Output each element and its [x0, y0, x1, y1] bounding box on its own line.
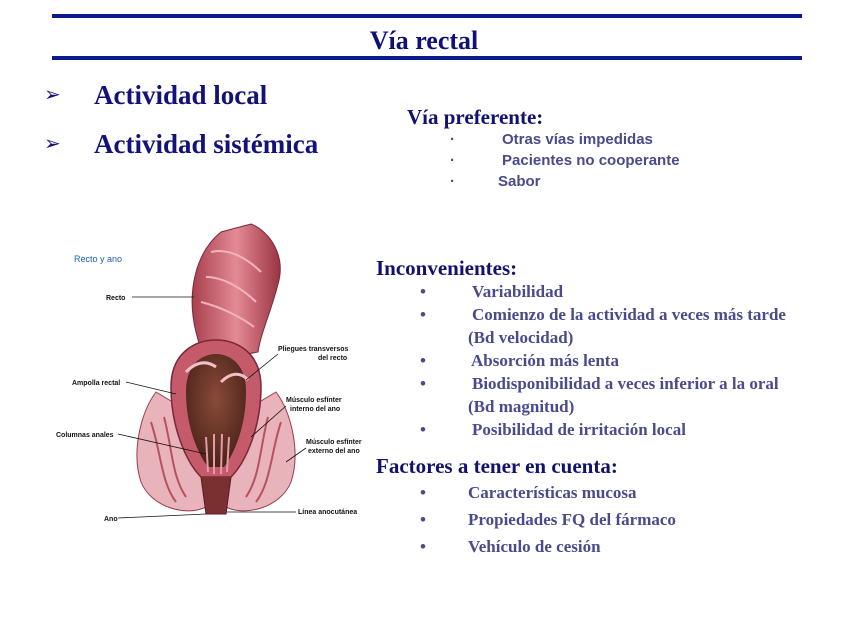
dot-icon: · [450, 131, 455, 148]
main-point-local: ➢Actividad local [44, 80, 268, 110]
dot-icon: • [420, 305, 426, 324]
main-point-sistemica: ➢Actividad sistémica [44, 129, 319, 159]
label-esfinter-interno-1: Músculo esfínter [286, 397, 342, 404]
inconvenientes-heading: Inconvenientes: [376, 256, 518, 280]
factores-heading: Factores a tener en cuenta: [376, 454, 618, 478]
slide-title: Vía rectal [369, 26, 479, 55]
list-item: (Bd velocidad) [468, 328, 574, 347]
list-item: •Absorción más lenta [420, 351, 619, 370]
dot-icon: · [450, 173, 455, 190]
dot-icon: • [420, 420, 426, 439]
label-recto: Recto [106, 295, 125, 302]
list-item: (Bd magnitud) [468, 397, 575, 416]
label-esfinter-interno-2: interno del ano [290, 406, 340, 413]
list-item: ·Pacientes no cooperante [450, 152, 680, 169]
label-esfinter-externo-2: externo del ano [308, 448, 360, 455]
dot-icon: • [420, 483, 426, 502]
label-columnas: Columnas anales [56, 432, 114, 439]
label-ano: Ano [104, 516, 118, 523]
dot-icon: • [420, 351, 426, 370]
dot-icon: • [420, 282, 426, 301]
list-item: •Características mucosa [420, 483, 637, 502]
rectum-anatomy-illustration: Recto y ano Recto Pliegues transversos d… [56, 223, 362, 523]
list-item: ·Otras vías impedidas [450, 131, 653, 148]
list-item: •Biodisponibilidad a veces inferior a la… [420, 374, 779, 393]
title-underline [52, 56, 802, 60]
list-item: •Posibilidad de irritación local [420, 420, 686, 439]
dot-icon: • [420, 374, 426, 393]
list-item: ·Sabor [450, 173, 541, 190]
dot-icon: • [420, 537, 426, 556]
factores-list: •Características mucosa •Propiedades FQ … [420, 483, 676, 564]
top-rule [52, 14, 802, 18]
label-esfinter-externo-1: Músculo esfínter [306, 439, 362, 446]
label-pliegues-1: Pliegues transversos [278, 346, 349, 353]
label-ampolla: Ampolla rectal [72, 380, 120, 387]
preferente-list: ·Otras vías impedidas ·Pacientes no coop… [450, 131, 680, 194]
list-item: •Comienzo de la actividad a veces más ta… [420, 305, 786, 324]
dot-icon: • [420, 510, 426, 529]
arrow-right-icon: ➢ [44, 131, 61, 155]
preferente-heading: Vía preferente: [407, 105, 544, 129]
list-item: •Variabilidad [420, 282, 564, 301]
inconvenientes-list: •Variabilidad •Comienzo de la actividad … [420, 282, 786, 443]
label-linea-anocutanea: Línea anocutánea [298, 509, 357, 516]
arrow-right-icon: ➢ [44, 82, 61, 106]
list-item: •Vehículo de cesión [420, 537, 601, 556]
label-pliegues-2: del recto [318, 355, 347, 362]
figure-caption: Recto y ano [74, 254, 122, 264]
list-item: •Propiedades FQ del fármaco [420, 510, 676, 529]
dot-icon: · [450, 152, 455, 169]
